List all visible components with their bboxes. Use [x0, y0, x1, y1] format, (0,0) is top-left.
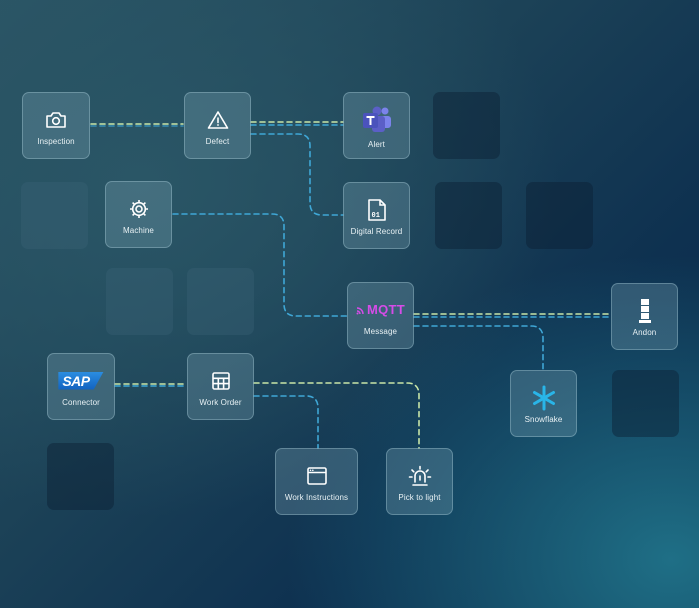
node-machine[interactable]: Machine	[105, 181, 172, 248]
node-label: Connector	[62, 397, 100, 407]
node-digital-record[interactable]: 01 Digital Record	[343, 182, 410, 249]
wire-work-order-pick-to-light	[253, 382, 420, 449]
browser-window-icon	[306, 462, 328, 490]
node-connector[interactable]: SAP Connector	[47, 353, 115, 420]
node-inspection[interactable]: Inspection	[22, 92, 90, 159]
wire-machine-message	[172, 213, 348, 317]
empty-tile	[106, 268, 173, 335]
file-icon: 01	[367, 196, 387, 224]
gear-icon	[128, 195, 150, 223]
snowflake-icon	[531, 384, 557, 412]
node-label: Pick to light	[398, 492, 441, 502]
node-label: Message	[363, 326, 398, 336]
stack-light-icon	[638, 297, 652, 325]
empty-tile	[187, 268, 254, 335]
empty-tile	[47, 443, 114, 510]
wire-message-snowflake	[413, 325, 544, 371]
node-snowflake[interactable]: Snowflake	[510, 370, 577, 437]
sap-logo: SAP	[58, 367, 104, 395]
node-label: Work Order	[199, 397, 242, 407]
node-label: Work Instructions	[284, 492, 349, 502]
table-icon	[211, 367, 231, 395]
empty-tile	[433, 92, 500, 159]
mqtt-logo: MQTT	[356, 296, 405, 324]
warning-icon	[207, 106, 229, 134]
node-defect[interactable]: Defect	[184, 92, 251, 159]
node-andon[interactable]: Andon	[611, 283, 678, 350]
empty-tile	[526, 182, 593, 249]
beacon-light-icon	[408, 462, 432, 490]
camera-icon	[45, 106, 67, 134]
node-label: Inspection	[37, 136, 75, 146]
empty-tile	[21, 182, 88, 249]
node-label: Machine	[123, 225, 154, 235]
node-label: Andon	[632, 327, 657, 337]
node-work-order[interactable]: Work Order	[187, 353, 254, 420]
node-pick-to-light[interactable]: Pick to light	[386, 448, 453, 515]
wire-defect-digital-record	[250, 133, 344, 216]
empty-tile	[435, 182, 502, 249]
node-label: Alert	[368, 139, 385, 149]
node-message[interactable]: MQTT Message	[347, 282, 414, 349]
node-label: Defect	[205, 136, 230, 146]
node-label: Digital Record	[350, 226, 403, 236]
teams-icon	[361, 103, 393, 137]
empty-tile	[612, 370, 679, 437]
node-label: Snowflake	[524, 414, 563, 424]
svg-text:01: 01	[371, 212, 379, 220]
wire-work-order-work-instructions	[253, 395, 319, 449]
node-alert[interactable]: Alert	[343, 92, 410, 159]
node-work-instructions[interactable]: Work Instructions	[275, 448, 358, 515]
